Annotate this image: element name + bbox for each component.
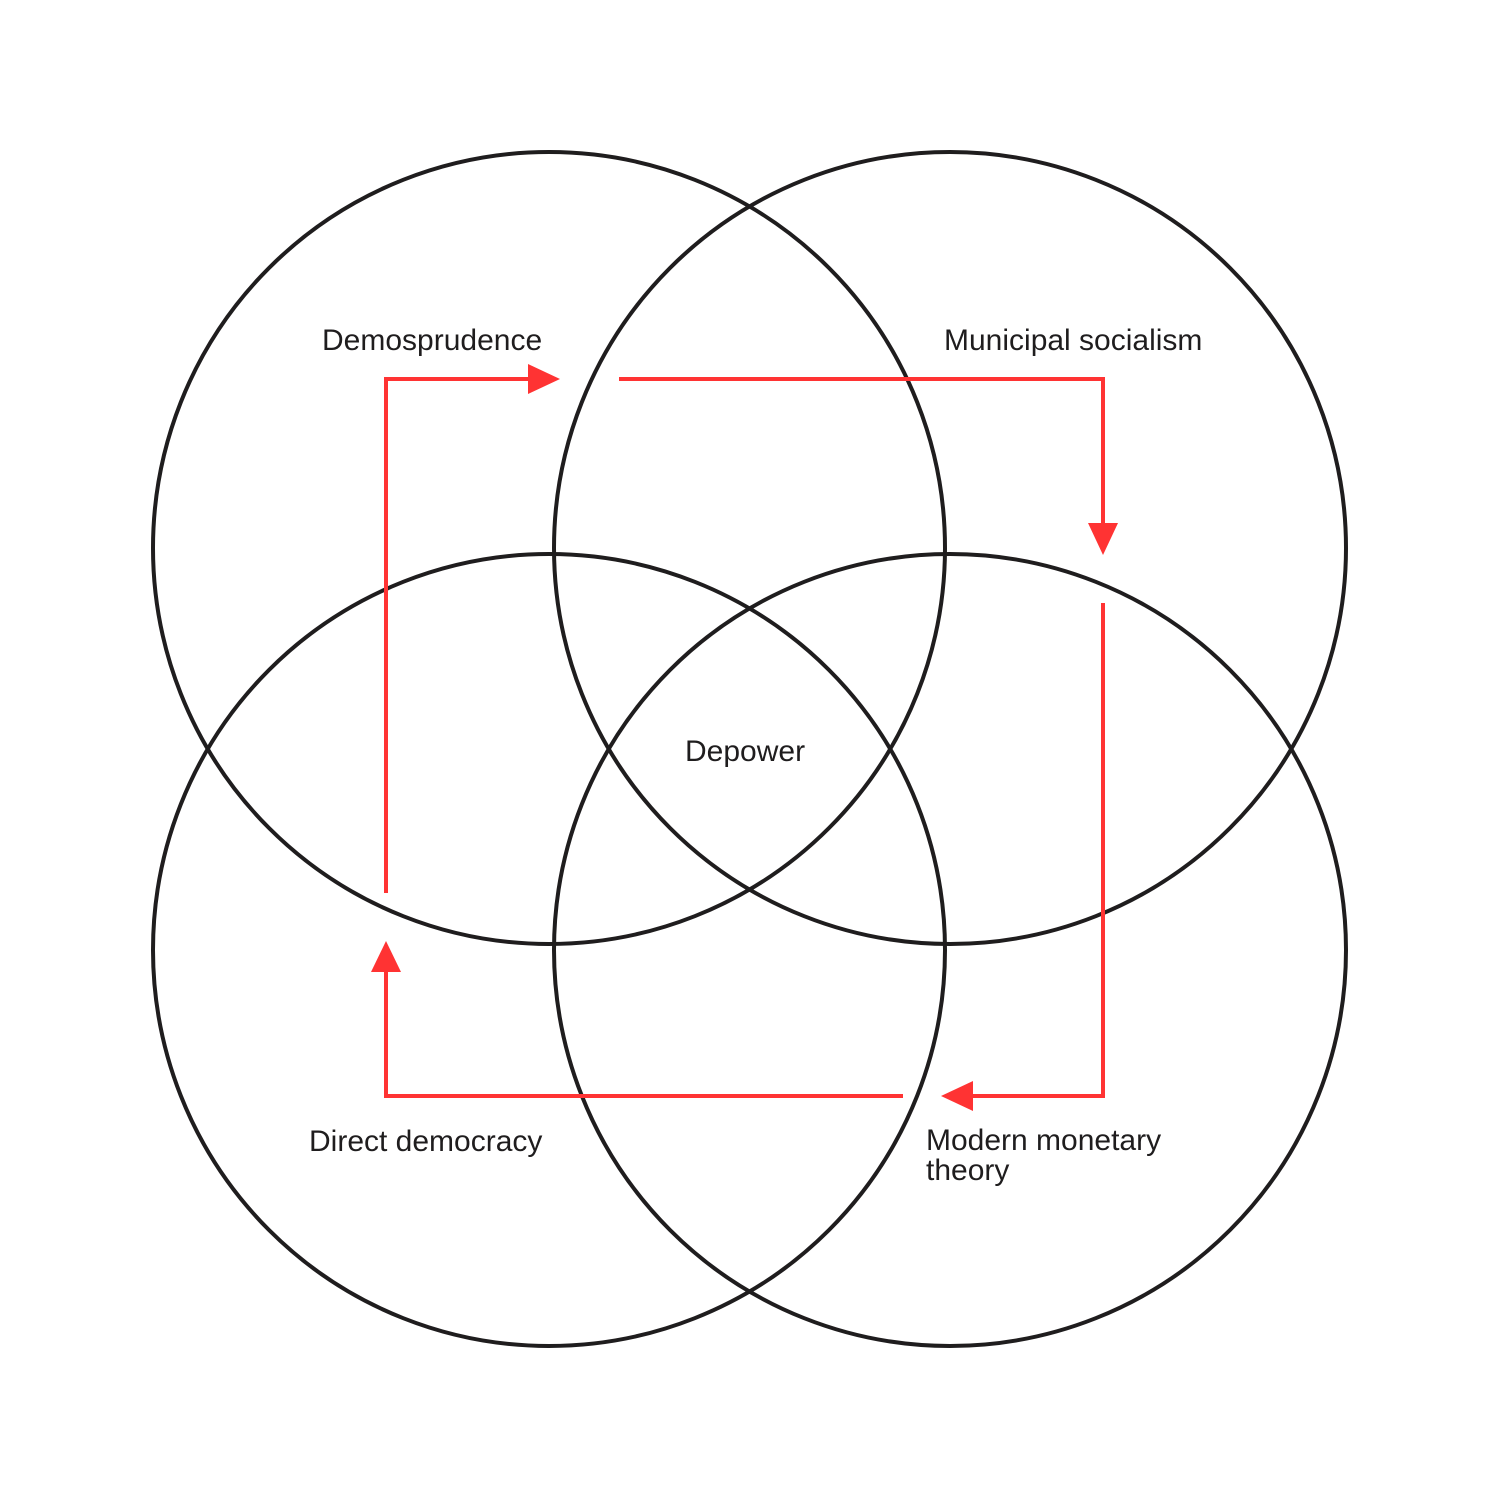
label-direct-democracy: Direct democracy (309, 1125, 542, 1158)
label-municipal-socialism: Municipal socialism (944, 324, 1202, 357)
cycle-arrows (371, 364, 1118, 1111)
arrowhead-left-icon (941, 1081, 973, 1111)
label-modern-monetary-theory-line1: Modern monetary (926, 1124, 1161, 1157)
arrow-line-to-modern-monetary-theory (972, 603, 1105, 1098)
arrow-line-to-municipal-socialism (619, 377, 1105, 525)
arrowhead-up-icon (371, 941, 401, 972)
arrow-line-to-demosprudence (384, 377, 530, 893)
label-modern-monetary-theory-line2: theory (926, 1154, 1009, 1187)
arrowhead-down-icon (1088, 523, 1118, 555)
circle-direct-democracy (151, 552, 947, 1348)
label-demosprudence: Demosprudence (322, 324, 542, 357)
label-center: Depower (685, 735, 805, 768)
arrow-line-to-direct-democracy (384, 970, 903, 1098)
circle-modern-monetary-theory (552, 552, 1348, 1348)
circle-demosprudence (151, 150, 947, 946)
arrowhead-right-icon (528, 364, 560, 394)
circle-municipal-socialism (552, 150, 1348, 946)
